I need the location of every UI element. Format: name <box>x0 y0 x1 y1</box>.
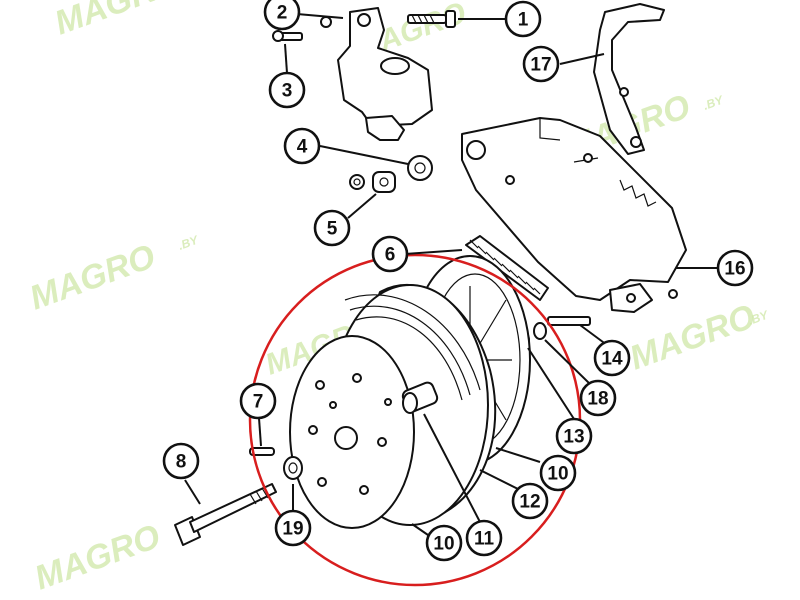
leader-lines <box>184 13 717 536</box>
callout-circle <box>465 519 503 557</box>
screw-part <box>272 30 303 42</box>
wheel-assembly <box>289 255 531 529</box>
watermark-brand: MAGRO <box>25 237 160 317</box>
callout-circle <box>162 442 200 480</box>
callout-16: 16 <box>716 249 754 287</box>
callout-circle <box>716 249 754 287</box>
callout-label: 10 <box>547 464 568 485</box>
pin-part <box>249 447 275 456</box>
callout-18: 18 <box>579 379 617 417</box>
callout-label: 2 <box>277 3 288 24</box>
callout-label: 11 <box>474 529 495 550</box>
callout-17: 17 <box>522 45 560 83</box>
callout-19: 19 <box>274 509 312 547</box>
callout-circle <box>539 454 577 492</box>
callout-11: 11 <box>465 519 503 557</box>
washer-part <box>283 456 303 480</box>
callout-label: 12 <box>519 492 540 513</box>
frame-part <box>461 117 687 313</box>
watermark-brand: MAGRO <box>50 0 185 43</box>
callout-label: 19 <box>282 519 303 540</box>
callout-circle <box>239 382 277 420</box>
callout-circle <box>263 0 301 31</box>
callout-14: 14 <box>593 339 631 377</box>
callout-12: 12 <box>511 482 549 520</box>
callout-label: 14 <box>601 349 623 370</box>
long-bolt-part <box>174 483 277 546</box>
callout-circle <box>511 482 549 520</box>
callout-circle <box>313 209 351 247</box>
callout-label: 17 <box>530 55 551 76</box>
callout-2: 2 <box>263 0 301 31</box>
lever-arm-part <box>593 3 665 155</box>
callout-label: 8 <box>176 452 187 473</box>
callout-13: 13 <box>555 417 593 455</box>
callout-label: 16 <box>724 259 745 280</box>
callout-circle <box>283 127 321 165</box>
callout-8: 8 <box>162 442 200 480</box>
callout-label: 1 <box>518 10 529 31</box>
watermark-suffix: .BY <box>746 307 771 327</box>
callout-circle <box>274 509 312 547</box>
watermark-brand: MAGRO <box>30 517 165 597</box>
callout-1: 1 <box>504 0 542 38</box>
callout-label: 18 <box>587 389 608 410</box>
bushing-part <box>349 155 433 193</box>
callout-circle <box>268 71 306 109</box>
callout-label: 4 <box>297 137 308 158</box>
callout-10b: 10 <box>425 524 463 562</box>
callout-circle <box>555 417 593 455</box>
callout-4: 4 <box>283 127 321 165</box>
watermark-brand: MAGRO <box>625 297 760 377</box>
callout-6: 6 <box>371 235 409 273</box>
callout-3: 3 <box>268 71 306 109</box>
callout-circle <box>504 0 542 38</box>
callout-label: 6 <box>385 245 396 266</box>
callout-7: 7 <box>239 382 277 420</box>
callout-label: 13 <box>563 427 584 448</box>
watermark-suffix: .BY <box>701 92 726 112</box>
callout-circle <box>579 379 617 417</box>
callout-circle <box>593 339 631 377</box>
bolt-part <box>407 10 456 28</box>
callout-circle <box>522 45 560 83</box>
callout-circle <box>425 524 463 562</box>
callout-5: 5 <box>313 209 351 247</box>
callout-label: 7 <box>253 392 264 413</box>
callout-label: 10 <box>433 534 454 555</box>
callout-label: 3 <box>282 81 293 102</box>
callout-10a: 10 <box>539 454 577 492</box>
callout-label: 5 <box>327 219 338 240</box>
callout-circle <box>371 235 409 273</box>
spring-part <box>465 235 549 301</box>
watermark-suffix: .BY <box>176 232 201 252</box>
